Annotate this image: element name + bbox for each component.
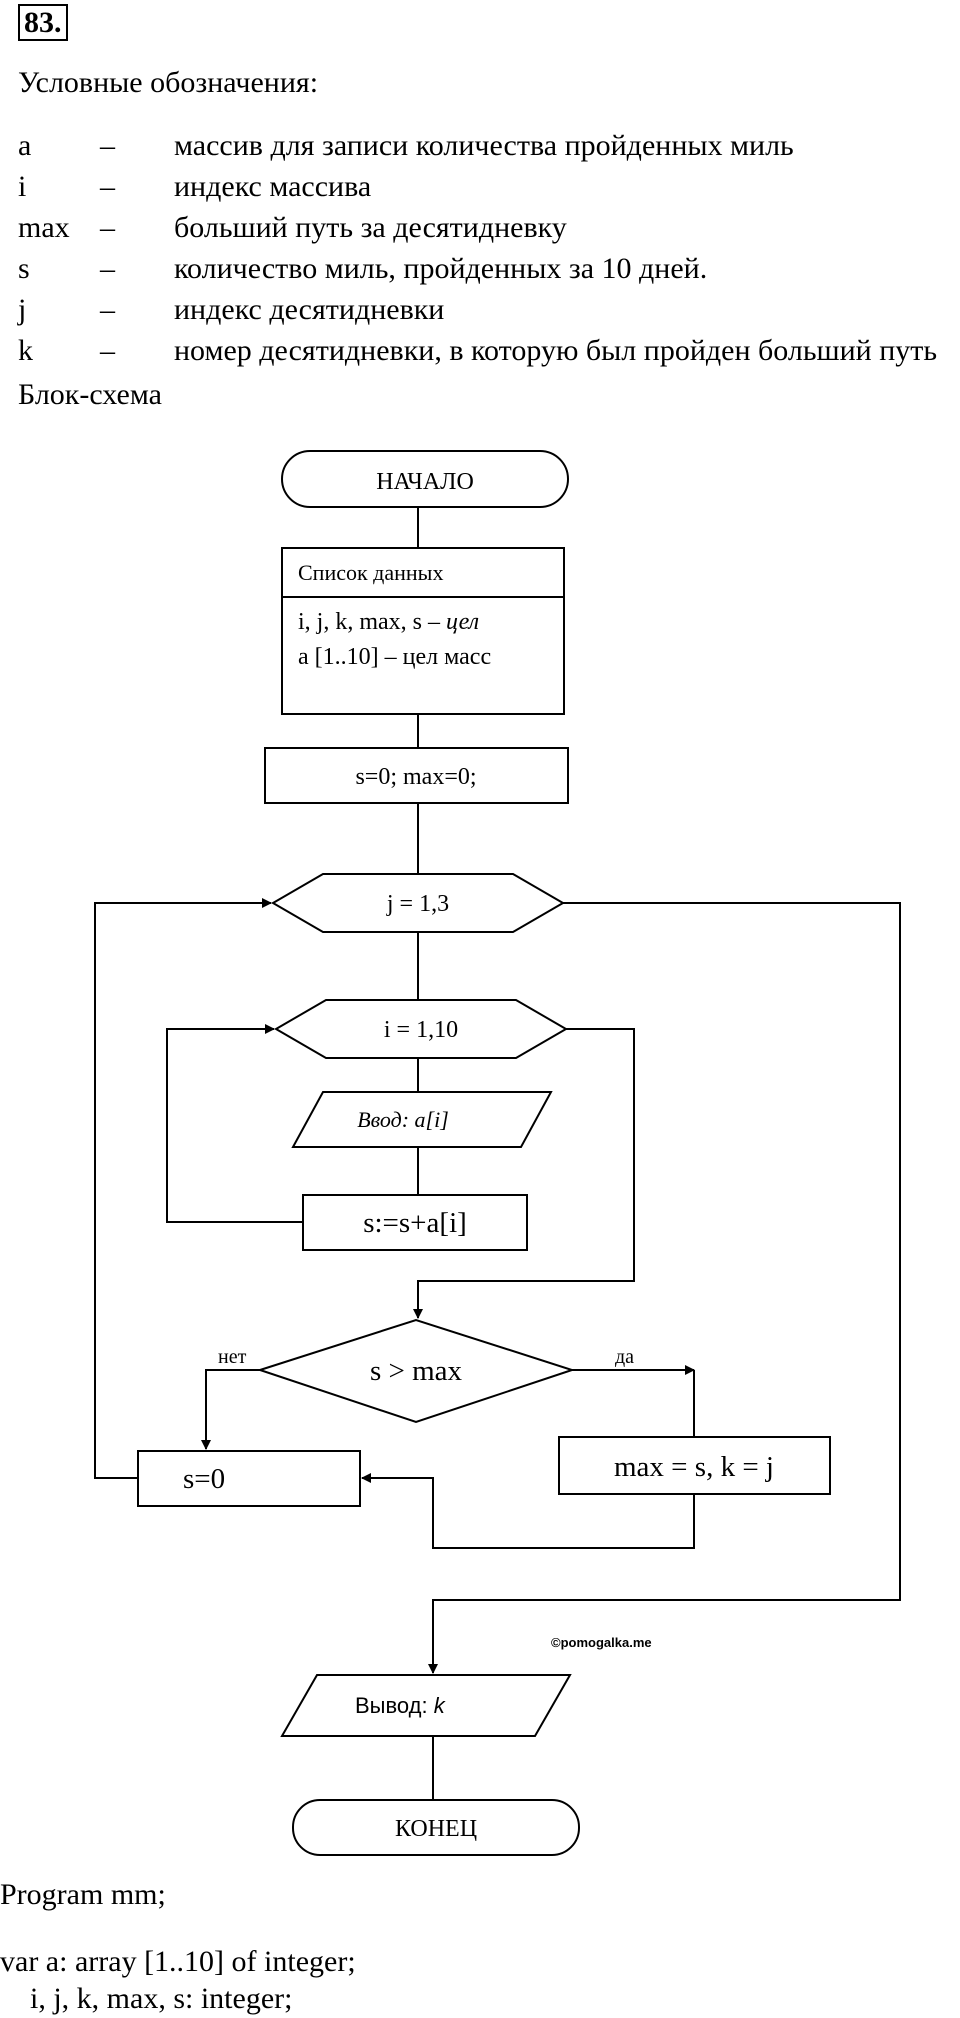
legend-dash: –	[100, 129, 115, 162]
data-list-box	[281, 547, 565, 715]
legend-desc: количество миль, пройденных за 10 дней.	[174, 252, 708, 285]
assign-to-reset	[361, 1473, 695, 1549]
inner-loop-exit	[413, 1028, 635, 1319]
legend-desc: больший путь за десятидневку	[174, 211, 567, 244]
legend-symbol: k	[18, 334, 33, 367]
legend-dash: –	[100, 334, 115, 367]
data-vars: i, j, k, max, s –	[298, 609, 446, 635]
code-line: Program mm;	[0, 1878, 166, 1911]
input-parallelogram	[291, 1091, 553, 1148]
legend-dash: –	[100, 252, 115, 285]
loop-i-label: i = 1,10	[384, 1017, 458, 1043]
code-line: var a: array [1..10] of integer;	[0, 1945, 356, 1978]
data-header: Список данных	[298, 560, 443, 585]
outer-loop-back	[94, 898, 272, 1479]
outer-loop-exit	[428, 902, 901, 1674]
init-box	[264, 747, 569, 804]
no-label: нет	[218, 1346, 247, 1368]
legend-symbol: i	[18, 170, 27, 203]
sum-box	[302, 1194, 528, 1251]
legend-dash: –	[100, 293, 115, 326]
code-line: i, j, k, max, s: integer;	[0, 1982, 293, 2015]
no-branch	[201, 1369, 260, 1450]
start-label: НАЧАЛО	[376, 469, 474, 495]
legend-desc: индекс массива	[174, 170, 372, 203]
legend-desc: номер десятидневки, в которую был пройде…	[174, 334, 938, 367]
reset-label: s=0	[183, 1463, 225, 1495]
sum-label: s:=s+a[i]	[363, 1207, 467, 1239]
output-var: k	[434, 1693, 446, 1718]
problem-number: 83.	[18, 4, 68, 41]
legend-symbol: s	[18, 252, 30, 285]
legend-desc: массив для записи количества пройденных …	[174, 129, 794, 162]
start-terminator	[281, 450, 569, 508]
scheme-title: Блок-схема	[18, 378, 162, 411]
input-label: Ввод: a[i]	[357, 1107, 449, 1132]
data-line-1: i, j, k, max, s – цел	[298, 609, 479, 635]
legend-symbol: max	[18, 211, 70, 244]
init-label: s=0; max=0;	[355, 764, 476, 790]
condition-label: s > max	[370, 1355, 463, 1387]
data-line-2: a [1..10] – цел масс	[298, 644, 491, 670]
end-terminator	[292, 1799, 580, 1856]
legend-title: Условные обозначения:	[18, 66, 319, 99]
legend-symbol: a	[18, 129, 32, 162]
legend-dash: –	[100, 170, 115, 203]
watermark: ©pomogalka.me	[551, 1635, 652, 1650]
legend-dash: –	[100, 211, 115, 244]
inner-loop-back	[166, 1024, 303, 1223]
legend-symbol: j	[18, 293, 27, 326]
reset-box	[137, 1450, 361, 1507]
output-prefix: Вывод:	[355, 1693, 434, 1718]
end-label: КОНЕЦ	[395, 1816, 477, 1842]
assign-label: max = s, k = j	[614, 1451, 774, 1483]
output-parallelogram	[280, 1674, 572, 1737]
yes-label: да	[615, 1346, 634, 1368]
output-label: Вывод: k	[355, 1693, 446, 1718]
data-type: цел	[446, 609, 479, 635]
loop-j-label: j = 1,3	[386, 891, 449, 917]
legend-desc: индекс десятидневки	[174, 293, 445, 326]
